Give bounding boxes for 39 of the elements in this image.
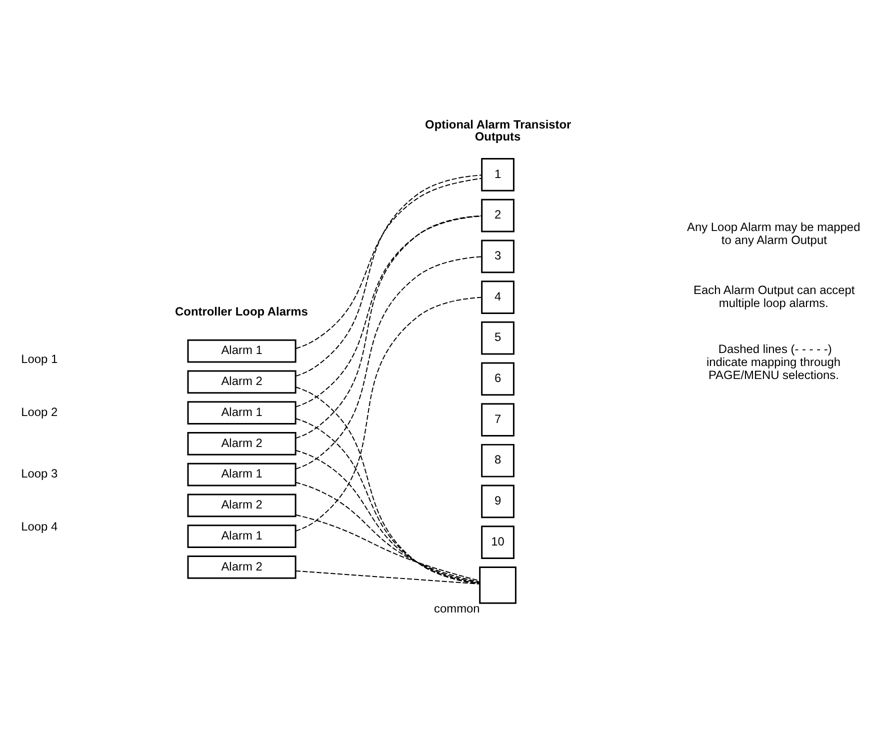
node-box: Alarm 2 xyxy=(187,370,296,394)
label: Dashed lines (- - - - -) indicate mapping through PAGE/MENU selections. xyxy=(706,342,841,382)
connector xyxy=(295,418,480,584)
connector xyxy=(295,570,480,584)
connector xyxy=(295,481,480,582)
node-box xyxy=(479,566,516,604)
node-box: Alarm 1 xyxy=(187,524,296,548)
node-box: 5 xyxy=(481,320,514,354)
label: Any Loop Alarm may be mapped to any Alarm Output xyxy=(687,220,860,247)
node-box: 6 xyxy=(481,362,514,396)
node-box: Alarm 2 xyxy=(187,493,296,517)
node-box: Alarm 1 xyxy=(187,400,296,424)
node-box: 9 xyxy=(481,484,514,518)
node-box: Alarm 2 xyxy=(187,431,296,455)
label: Loop 2 xyxy=(21,404,58,418)
node-box: 1 xyxy=(481,158,514,191)
connector xyxy=(295,296,482,531)
node-label: common xyxy=(434,601,480,616)
label: Loop 3 xyxy=(21,466,58,480)
node-box: 3 xyxy=(481,239,514,273)
node-box: Alarm 2 xyxy=(187,555,296,578)
connector xyxy=(295,256,482,469)
label: Optional Alarm Transistor Outputs xyxy=(425,117,572,143)
node-box: 4 xyxy=(481,280,514,314)
connector xyxy=(295,386,480,584)
node-box: 7 xyxy=(481,402,514,436)
node-box: 2 xyxy=(481,198,514,232)
label: Each Alarm Output can accept multiple loop alarms. xyxy=(694,282,855,310)
connector xyxy=(295,177,482,348)
node-box: Alarm 1 xyxy=(187,338,296,362)
connector xyxy=(295,514,480,581)
node-box: 8 xyxy=(481,443,514,477)
node-box: 10 xyxy=(481,525,514,558)
label: Loop 1 xyxy=(21,352,58,366)
node-box: Alarm 1 xyxy=(187,462,296,486)
label: Loop 4 xyxy=(21,518,58,533)
connector xyxy=(295,449,480,583)
connector xyxy=(295,174,482,376)
label: Controller Loop Alarms xyxy=(175,304,308,318)
